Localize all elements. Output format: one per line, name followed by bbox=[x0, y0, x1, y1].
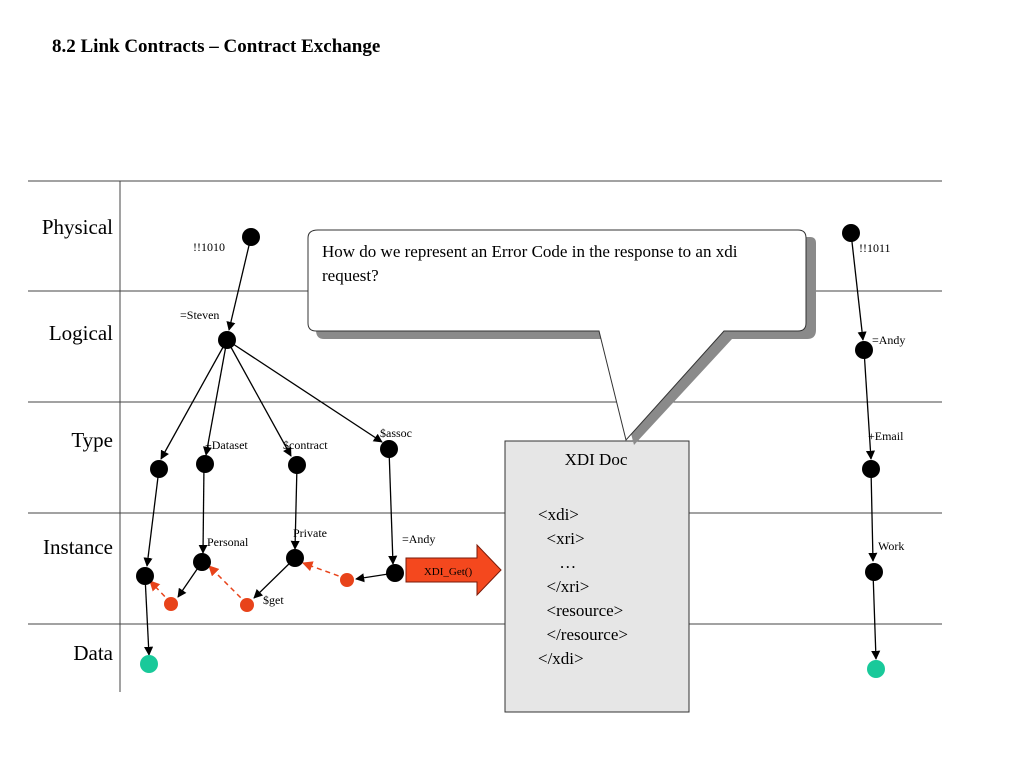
label-contract: $contract bbox=[283, 438, 328, 452]
node-email bbox=[862, 460, 880, 478]
xdi-doc-box: XDI Doc <xdi> <xri> … </xri> <resource> … bbox=[504, 440, 690, 713]
edge bbox=[226, 236, 252, 331]
node-steven bbox=[218, 331, 236, 349]
xdi-doc-line: <xri> bbox=[538, 529, 585, 548]
node-private bbox=[286, 549, 304, 567]
callout-body bbox=[307, 229, 807, 442]
layer-grid bbox=[28, 180, 942, 692]
edge bbox=[863, 349, 876, 460]
node-dataset bbox=[196, 455, 214, 473]
layer-label-data: Data bbox=[73, 641, 113, 665]
label-phys-right: !!1011 bbox=[859, 241, 891, 255]
xdi-doc-line: <resource> bbox=[538, 601, 623, 620]
edge bbox=[202, 339, 228, 456]
callout-text-box: How do we represent an Error Code in the… bbox=[322, 242, 738, 285]
edge bbox=[144, 575, 154, 656]
edge bbox=[226, 339, 292, 457]
label-work: Work bbox=[878, 539, 904, 553]
layer-label-instance: Instance bbox=[43, 535, 113, 559]
label-private: Private bbox=[293, 526, 327, 540]
edge bbox=[850, 232, 867, 341]
node-orange bbox=[240, 598, 254, 612]
node-andy-left bbox=[386, 564, 404, 582]
edge bbox=[868, 468, 878, 562]
edge bbox=[226, 339, 383, 443]
xdi-get-arrow: XDI_Get() bbox=[405, 543, 502, 597]
node-phys-1010 bbox=[242, 228, 260, 246]
xdi-doc-title: XDI Doc bbox=[565, 450, 628, 469]
label-personal: Personal bbox=[207, 535, 249, 549]
label-andy-left: =Andy bbox=[402, 532, 435, 546]
node-assoc bbox=[380, 440, 398, 458]
edge bbox=[871, 571, 881, 660]
node-orange bbox=[340, 573, 354, 587]
label-phys-left: !!1010 bbox=[193, 240, 225, 254]
label-assoc: $assoc bbox=[380, 426, 412, 440]
callout-bubble: How do we represent an Error Code in the… bbox=[307, 229, 816, 445]
edge bbox=[388, 448, 398, 565]
xdi-get-label: XDI_Get() bbox=[424, 566, 473, 578]
node-personal bbox=[193, 553, 211, 571]
node-phys-1011 bbox=[842, 224, 860, 242]
dashed-edge bbox=[302, 561, 348, 580]
node-data-left bbox=[140, 655, 158, 673]
xdi-doc-line: </xdi> bbox=[538, 649, 584, 668]
xdi-doc-line: </xri> bbox=[538, 577, 589, 596]
xdi-get-arrow-shape bbox=[405, 543, 502, 597]
edge bbox=[160, 339, 228, 460]
edge bbox=[143, 468, 160, 567]
node-instance-left bbox=[136, 567, 154, 585]
label-andy-right: =Andy bbox=[872, 333, 905, 347]
label-get: $get bbox=[263, 593, 284, 607]
page-title: 8.2 Link Contracts – Contract Exchange bbox=[52, 36, 380, 57]
xdi-doc-background bbox=[504, 440, 690, 713]
edge bbox=[253, 557, 296, 599]
layer-label-physical: Physical bbox=[42, 215, 113, 239]
node-andy-right bbox=[855, 341, 873, 359]
label-steven: =Steven bbox=[180, 308, 219, 322]
xdi-doc-line: <xdi> bbox=[538, 505, 579, 524]
callout-text: How do we represent an Error Code in the… bbox=[322, 242, 738, 285]
edge bbox=[198, 463, 208, 554]
layer-label-type: Type bbox=[71, 428, 113, 452]
node-contract bbox=[288, 456, 306, 474]
node-work bbox=[865, 563, 883, 581]
dashed-edge bbox=[208, 565, 248, 605]
label-dataset: +Dataset bbox=[205, 438, 248, 452]
xdi-doc-line: … bbox=[538, 553, 576, 572]
node-data-right bbox=[867, 660, 885, 678]
xdi-doc-line: </resource> bbox=[538, 625, 628, 644]
node-type-left bbox=[150, 460, 168, 478]
label-email: +Email bbox=[868, 429, 904, 443]
edge bbox=[290, 464, 300, 550]
node-orange bbox=[164, 597, 178, 611]
layer-label-logical: Logical bbox=[49, 321, 113, 345]
